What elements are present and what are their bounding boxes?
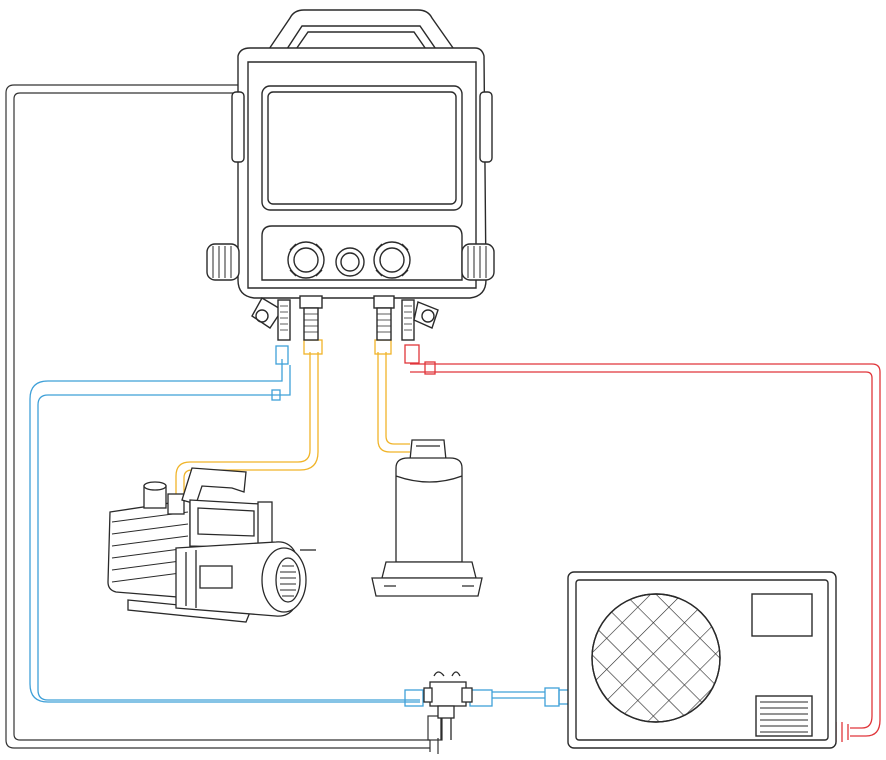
probe-cable [5, 84, 443, 754]
condensing-unit [567, 571, 837, 749]
blue-hose [29, 345, 572, 707]
manifold-ports [251, 295, 439, 341]
right-side-wheel [461, 243, 495, 281]
vacuum-pump [107, 467, 316, 623]
refrigerant-tank [371, 439, 483, 597]
manifold-gauge [206, 9, 495, 341]
center-port-knob [335, 247, 365, 277]
service-valve-tee [423, 671, 473, 740]
left-valve-knob [287, 241, 325, 279]
right-valve-knob [373, 241, 411, 279]
unit-vent [755, 695, 813, 737]
left-side-wheel [206, 243, 240, 281]
